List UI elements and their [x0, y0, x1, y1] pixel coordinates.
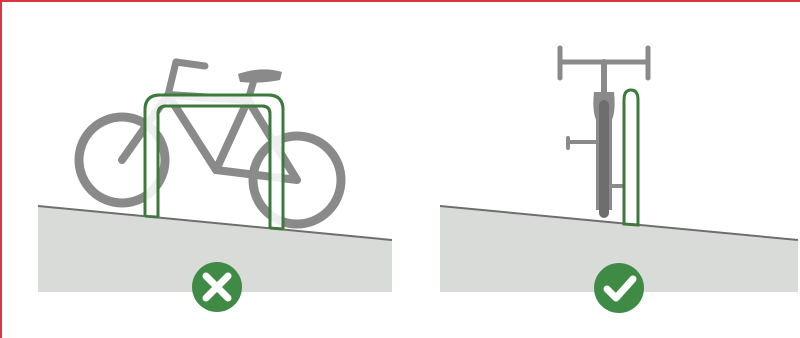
bicycle-side-icon	[79, 62, 341, 224]
saddle-icon	[238, 69, 282, 82]
incorrect-illustration	[0, 0, 400, 338]
incorrect-badge	[192, 262, 242, 312]
panel-correct	[400, 0, 800, 338]
panel-incorrect	[0, 0, 400, 338]
correct-illustration	[400, 0, 800, 338]
post-rack-icon	[624, 90, 638, 225]
correct-badge	[594, 263, 644, 313]
